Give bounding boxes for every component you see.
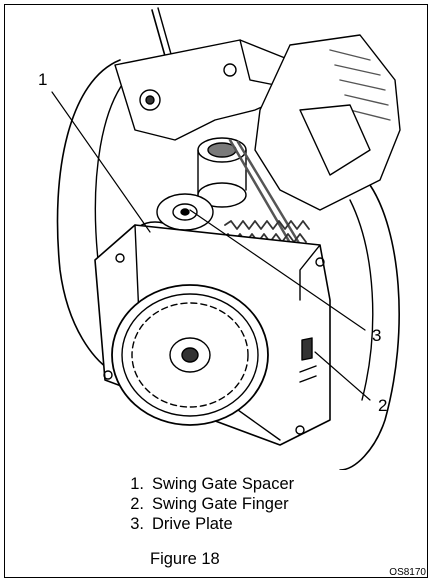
figure-code: OS8170	[389, 567, 426, 578]
callout-leader-2	[314, 351, 371, 401]
legend-item: 1. Swing Gate Spacer	[118, 474, 294, 494]
legend-number: 1.	[130, 475, 144, 493]
legend-item: 3. Drive Plate	[118, 514, 294, 534]
right-drum-inner	[349, 199, 374, 401]
legend-number: 3.	[130, 515, 144, 533]
legend-label: Swing Gate Finger	[152, 495, 289, 513]
callout-2: 2	[378, 396, 388, 415]
callout-leader-3	[189, 209, 366, 331]
callout-leader-1	[51, 91, 151, 233]
callout-3: 3	[372, 326, 382, 345]
figure-caption: Figure 18	[150, 550, 220, 568]
callout-legend: 1.Swing Gate Spacer 2.Swing Gate Finger …	[118, 474, 294, 534]
legend-item: 2. Swing Gate Finger	[118, 494, 294, 514]
callout-1: 1	[38, 70, 48, 89]
tension-spring	[224, 220, 310, 230]
right-drum	[339, 184, 400, 470]
drive-assembly-illustration	[51, 7, 401, 470]
left-drum	[56, 59, 121, 371]
engine-housing	[114, 39, 301, 141]
legend-label: Drive Plate	[152, 515, 233, 533]
swing-gate-finger	[301, 337, 313, 361]
legend-label: Swing Gate Spacer	[152, 475, 295, 493]
figure-frame	[4, 4, 428, 578]
legend-number: 2.	[130, 495, 144, 513]
